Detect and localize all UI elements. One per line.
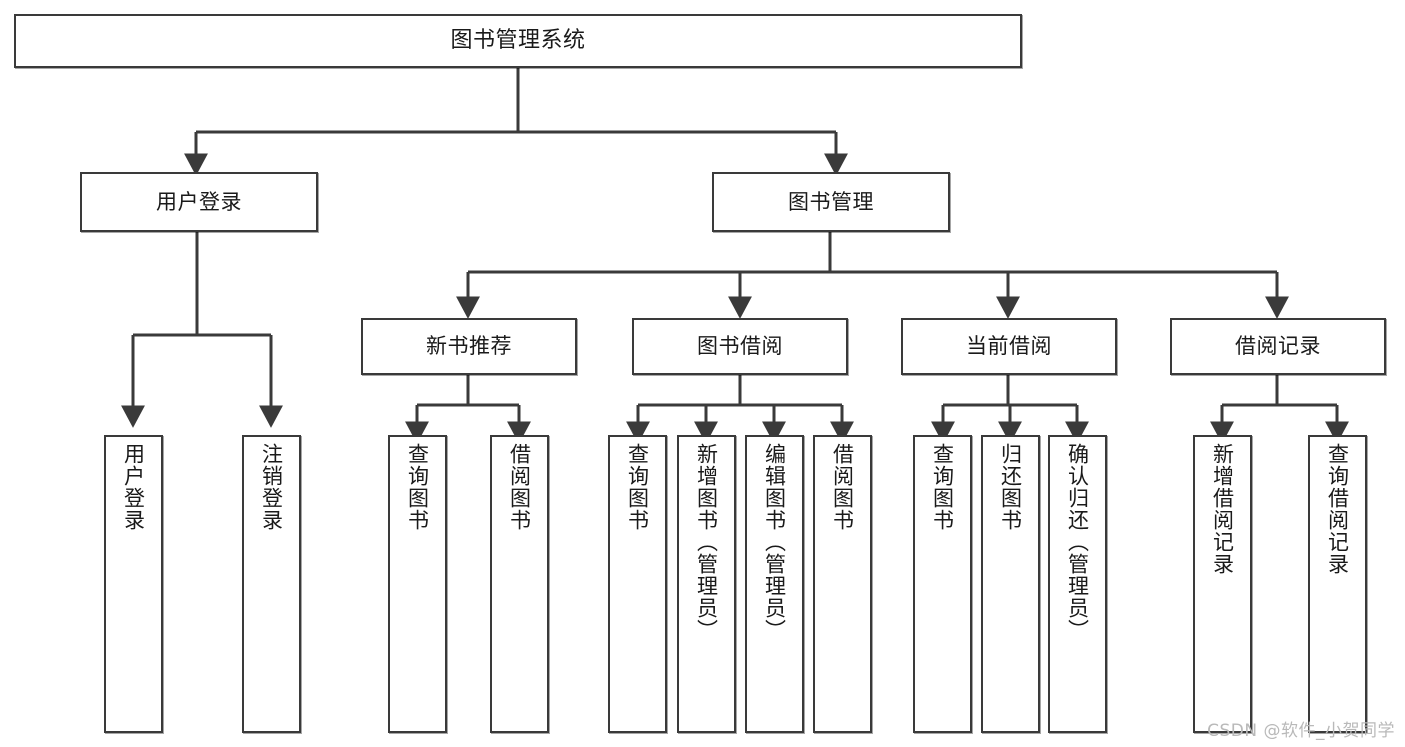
node-leaf-borrow-lend[interactable]: 借阅图书: [813, 435, 872, 733]
node-leaf-rec-borrow-label: 借阅图书: [507, 443, 532, 531]
node-current-borrow-label: 当前借阅: [966, 334, 1052, 359]
node-leaf-borrow-query-label: 查询图书: [625, 443, 650, 531]
node-leaf-rec-query2[interactable]: 查询借阅记录: [1308, 435, 1367, 733]
node-new-book-rec-label: 新书推荐: [426, 334, 512, 359]
node-leaf-cur-confirm-label: 确认归还（管理员）: [1065, 443, 1090, 641]
node-leaf-borrow-add-label: 新增图书（管理员）: [694, 443, 719, 641]
node-leaf-borrow-add[interactable]: 新增图书（管理员）: [677, 435, 736, 733]
node-book-borrow[interactable]: 图书借阅: [632, 318, 848, 375]
node-leaf-rec-query[interactable]: 查询图书: [388, 435, 447, 733]
node-leaf-rec-query-label: 查询图书: [405, 443, 430, 531]
node-borrow-record[interactable]: 借阅记录: [1170, 318, 1386, 375]
node-leaf-borrow-edit[interactable]: 编辑图书（管理员）: [745, 435, 804, 733]
node-book-borrow-label: 图书借阅: [697, 334, 783, 359]
node-leaf-user-logout[interactable]: 注销登录: [242, 435, 301, 733]
node-leaf-cur-return[interactable]: 归还图书: [981, 435, 1040, 733]
node-leaf-borrow-lend-label: 借阅图书: [830, 443, 855, 531]
node-leaf-cur-confirm[interactable]: 确认归还（管理员）: [1048, 435, 1107, 733]
node-root-label: 图书管理系统: [450, 28, 586, 54]
node-current-borrow[interactable]: 当前借阅: [901, 318, 1117, 375]
node-leaf-user-login[interactable]: 用户登录: [104, 435, 163, 733]
node-leaf-user-login-label: 用户登录: [121, 443, 146, 531]
node-leaf-rec-borrow[interactable]: 借阅图书: [490, 435, 549, 733]
node-root[interactable]: 图书管理系统: [14, 14, 1022, 68]
node-user-login[interactable]: 用户登录: [80, 172, 318, 232]
node-leaf-borrow-query[interactable]: 查询图书: [608, 435, 667, 733]
node-book-manage[interactable]: 图书管理: [712, 172, 950, 232]
node-leaf-rec-query2-label: 查询借阅记录: [1325, 443, 1350, 575]
node-book-manage-label: 图书管理: [788, 189, 874, 214]
node-leaf-cur-query[interactable]: 查询图书: [913, 435, 972, 733]
node-borrow-record-label: 借阅记录: [1235, 334, 1321, 359]
node-leaf-cur-return-label: 归还图书: [998, 443, 1023, 531]
node-leaf-borrow-edit-label: 编辑图书（管理员）: [762, 443, 787, 641]
node-leaf-cur-query-label: 查询图书: [930, 443, 955, 531]
node-new-book-rec[interactable]: 新书推荐: [361, 318, 577, 375]
node-leaf-rec-add[interactable]: 新增借阅记录: [1193, 435, 1252, 733]
watermark-text: CSDN @软件_小贺同学: [1207, 721, 1395, 741]
node-user-login-label: 用户登录: [156, 189, 242, 214]
node-leaf-user-logout-label: 注销登录: [259, 443, 284, 531]
node-leaf-rec-add-label: 新增借阅记录: [1210, 443, 1235, 575]
